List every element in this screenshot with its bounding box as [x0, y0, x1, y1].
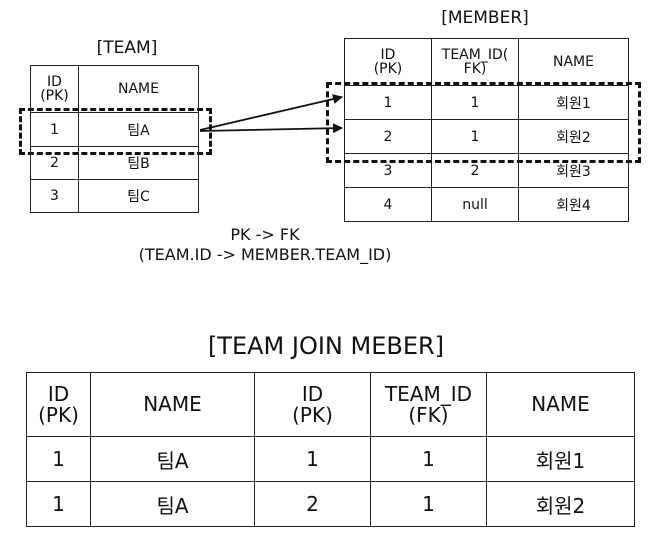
member-cell-name: 회원3	[518, 153, 629, 188]
table-row: 2 1 회원2	[344, 119, 629, 154]
table-row: 1 1 회원1	[254, 436, 635, 482]
member-cell-team-id: 1	[431, 85, 519, 120]
team-cell-id: 3	[30, 179, 79, 213]
join-header-member-name: NAME	[486, 372, 635, 437]
join-header-member-team-id: TEAM_ID (FK)	[370, 372, 487, 437]
table-row: 1 팀A	[26, 481, 255, 527]
member-cell-name: 회원1	[518, 85, 629, 120]
member-header-id: ID (PK)	[344, 38, 432, 86]
arrow-to-member-row-1	[199, 94, 343, 131]
table-row: 1 팀A	[30, 112, 199, 147]
table-row: 2 팀B	[30, 146, 199, 180]
join-cell-member-team-id: 1	[370, 436, 487, 482]
join-left-table: ID (PK) NAME 1 팀A 1 팀A	[26, 372, 255, 527]
team-cell-name: 팀B	[78, 146, 199, 180]
table-row: 2 1 회원2	[254, 481, 635, 527]
relation-line-1: PK -> FK	[230, 225, 300, 244]
team-cell-name: 팀C	[78, 179, 199, 213]
member-header-team-id: TEAM_ID( FK)	[431, 38, 519, 86]
table-row: 3 팀C	[30, 179, 199, 213]
team-table: ID (PK) NAME 1 팀A 2 팀B 3 팀C	[30, 65, 199, 213]
member-cell-name: 회원2	[518, 119, 629, 154]
join-cell-team-name: 팀A	[90, 436, 255, 482]
join-cell-member-name: 회원1	[486, 436, 635, 482]
join-header-team-name: NAME	[90, 372, 255, 437]
join-header-member-id: ID (PK)	[254, 372, 371, 437]
relation-line-2: (TEAM.ID -> MEMBER.TEAM_ID)	[138, 245, 392, 264]
member-header-name: NAME	[518, 38, 629, 86]
team-table-title: [TEAM]	[96, 38, 158, 58]
join-cell-member-name: 회원2	[486, 481, 635, 527]
table-row: 1 1 회원1	[344, 85, 629, 120]
join-title: [TEAM JOIN MEBER]	[207, 332, 445, 360]
join-header-team-id: ID (PK)	[26, 372, 91, 437]
member-rows-highlight	[326, 82, 641, 163]
join-cell-team-id: 1	[26, 436, 91, 482]
join-cell-member-id: 2	[254, 481, 371, 527]
arrow-to-member-row-2	[199, 123, 343, 134]
table-row: 3 2 회원3	[344, 153, 629, 188]
member-table: ID (PK) TEAM_ID( FK) NAME 1 1 회원1 2 1 회원…	[344, 38, 629, 222]
relation-caption: PK -> FK (TEAM.ID -> MEMBER.TEAM_ID)	[115, 225, 415, 265]
join-cell-team-id: 1	[26, 481, 91, 527]
join-right-table: ID (PK) TEAM_ID (FK) NAME 1 1 회원1 2 1 회원…	[254, 372, 635, 527]
team-cell-id: 2	[30, 146, 79, 180]
member-cell-name: 회원4	[518, 187, 629, 222]
member-cell-id: 4	[344, 187, 432, 222]
join-cell-member-team-id: 1	[370, 481, 487, 527]
join-cell-member-id: 1	[254, 436, 371, 482]
member-table-title: [MEMBER]	[441, 8, 529, 28]
join-cell-team-name: 팀A	[90, 481, 255, 527]
table-row: 4 null 회원4	[344, 187, 629, 222]
team-header-id: ID (PK)	[30, 65, 79, 113]
table-row: 1 팀A	[26, 436, 255, 482]
member-cell-team-id: 1	[431, 119, 519, 154]
member-cell-team-id: null	[431, 187, 519, 222]
member-cell-id: 3	[344, 153, 432, 188]
team-cell-name: 팀A	[78, 112, 199, 147]
